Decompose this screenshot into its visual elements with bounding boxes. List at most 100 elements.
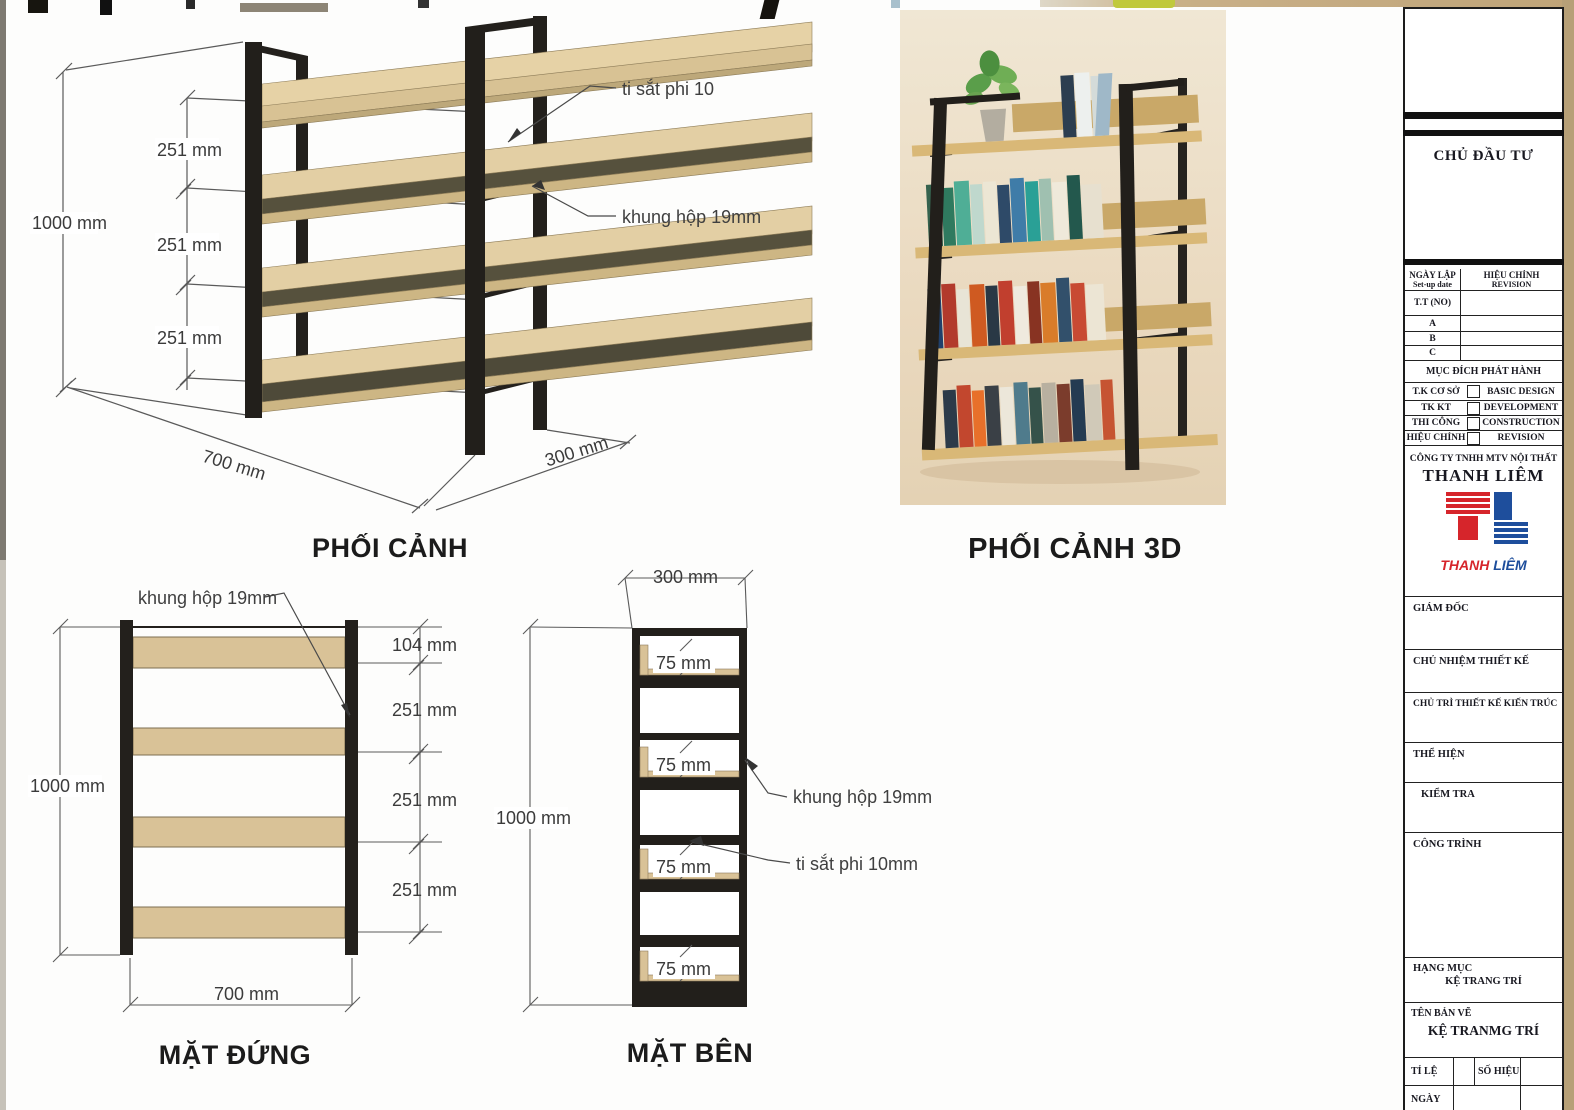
purpose-en: DEVELOPMENT <box>1483 403 1559 413</box>
purpose-header-label: MỤC ĐÍCH PHÁT HÀNH <box>1425 366 1542 377</box>
dim-width: 700 mm <box>200 446 268 484</box>
photo-books-row1 <box>1060 72 1113 138</box>
sig-the-hien: THỂ HIỆN <box>1405 742 1562 782</box>
top-edge-blob <box>1113 0 1175 8</box>
side-view: 75 mm 75 mm 75 mm 75 mm 300 mm 1000 mm k… <box>494 567 932 1013</box>
checkbox[interactable] <box>1467 416 1480 430</box>
purpose-en: BASIC DESIGN <box>1487 386 1555 397</box>
side-shelf-dim-2: 75 mm <box>656 755 711 775</box>
drawing-name-cell: TÊN BẢN VẼ KỆ TRANMG TRÍ <box>1405 1002 1562 1057</box>
front-dim-2: 251 mm <box>392 700 457 720</box>
photo-books-row3 <box>927 277 1107 349</box>
floor-shadow <box>920 460 1200 484</box>
front-width: 700 mm <box>214 984 279 1004</box>
perspective-leaders <box>507 85 617 217</box>
purpose-vi: HIỆU CHỈNH <box>1406 433 1466 443</box>
top-crop-fragment <box>28 0 48 13</box>
purpose-vi: T.K CƠ SỞ <box>1412 386 1460 397</box>
top-crop-fragment <box>240 3 328 12</box>
checkbox[interactable] <box>1467 385 1480 398</box>
revision-sub-label: REVISION <box>1491 279 1532 289</box>
divider-bar <box>1403 259 1564 265</box>
category-cell: HẠNG MỤC KỆ TRANG TRÍ <box>1405 957 1562 1002</box>
scale-row: TỈ LỆ SỐ HIỆU <box>1405 1057 1562 1085</box>
shelf-frame-front <box>245 27 485 455</box>
sig-cong-trinh: CÔNG TRÌNH <box>1405 832 1562 957</box>
perspective-title: PHỐI CẢNH <box>311 533 468 563</box>
purpose-row-construction: THI CÔNG CONSTRUCTION <box>1405 415 1562 430</box>
render3d-title: PHỐI CẢNH 3D <box>968 533 1182 565</box>
logo-l <box>1493 492 1528 544</box>
company-logo <box>1445 492 1528 544</box>
divider-bar <box>1403 112 1564 119</box>
sig-kiem-tra: KIỂM TRA <box>1405 782 1562 832</box>
category-label: HẠNG MỤC <box>1413 963 1473 974</box>
date-label: NGÀY LẬP <box>1409 269 1456 280</box>
checkbox[interactable] <box>1467 431 1480 445</box>
front-frame-label: khung hộp 19mm <box>138 588 277 608</box>
dim-total-height: 1000 mm <box>32 213 107 233</box>
leader-arrow <box>341 703 350 718</box>
purpose-row-revision: HIỆU CHỈNH REVISION <box>1405 430 1562 445</box>
dim-gap-2: 251 mm <box>157 235 222 255</box>
revision-row-tt: T.T (NO) <box>1405 290 1562 315</box>
tt-label: T.T (NO) <box>1405 291 1461 315</box>
front-total-height: 1000 mm <box>30 776 105 796</box>
logo-t <box>1445 492 1490 540</box>
number-value-cell <box>1521 1058 1562 1085</box>
purpose-row-development: TK KT DEVELOPMENT <box>1405 400 1562 415</box>
front-posts <box>120 620 358 955</box>
leader-arrow <box>532 180 545 190</box>
leader-arrow <box>745 757 758 771</box>
company-name: THANH LIÊM <box>1422 466 1545 485</box>
front-leader <box>264 592 351 716</box>
photo-backboard <box>1102 302 1212 332</box>
side-shelf-dim-4: 75 mm <box>656 959 711 979</box>
row-letter: B <box>1405 332 1461 345</box>
photo-shelf <box>911 130 1202 157</box>
render3d-photo <box>900 10 1226 505</box>
sig-chu-nhiem: CHỦ NHIỆM THIẾT KẾ <box>1405 649 1562 692</box>
side-shelf-dim-3: 75 mm <box>656 857 711 877</box>
leader-arrow <box>508 128 521 142</box>
purpose-vi: TK KT <box>1421 403 1451 413</box>
shelf-iso-3 <box>261 205 813 318</box>
tt-value-cell <box>1461 291 1562 315</box>
shelf-iso-1 <box>261 21 813 129</box>
photo-post <box>921 97 948 451</box>
revision-row-a: A <box>1405 315 1562 331</box>
logo-word-liem: LIÊM <box>1493 557 1527 573</box>
side-total-height: 1000 mm <box>496 808 571 828</box>
dim-gap-1: 251 mm <box>157 140 222 160</box>
plant <box>963 50 1020 142</box>
logo-wordmark: THANH LIÊM <box>1405 557 1562 573</box>
photo-shelf <box>918 334 1213 361</box>
scale-value-cell <box>1454 1058 1475 1085</box>
date-sub-label: Set-up date <box>1413 279 1452 289</box>
purpose-row-basic: T.K CƠ SỞ BASIC DESIGN <box>1405 382 1562 400</box>
date-row: NGÀY <box>1405 1085 1562 1110</box>
photo-backboard <box>1087 198 1207 231</box>
checkbox[interactable] <box>1467 401 1480 415</box>
label-frame: khung hộp 19mm <box>622 207 761 227</box>
front-title: MẶT ĐỨNG <box>158 1040 312 1070</box>
front-dim-labels: 1000 mm 104 mm 251 mm 251 mm 251 mm 700 … <box>28 635 457 1004</box>
date-extra-cell <box>1521 1086 1562 1110</box>
revision-row-c: C <box>1405 345 1562 360</box>
date-row-label: NGÀY <box>1405 1086 1454 1110</box>
left-scan-edge-lower <box>0 560 6 1110</box>
left-scan-edge <box>0 0 6 560</box>
company-line1: CÔNG TY TNHH MTV NỘI THẤT <box>1409 454 1558 464</box>
side-frame-label: khung hộp 19mm <box>793 787 932 807</box>
render3d-illustration <box>911 50 1218 484</box>
revision-label: HIỆU CHỈNH <box>1483 269 1540 280</box>
photo-post <box>1118 83 1140 471</box>
front-dimension-lines <box>52 618 442 1013</box>
side-depth: 300 mm <box>653 567 718 587</box>
purpose-vi: THI CÔNG <box>1411 418 1461 428</box>
company-cell: CÔNG TY TNHH MTV NỘI THẤT THANH LIÊM THA… <box>1405 445 1562 596</box>
top-crop-fragment <box>418 0 429 8</box>
revision-row-b: B <box>1405 331 1562 345</box>
revision-header-row: NGÀY LẬP Set-up date HIỆU CHỈNH REVISION <box>1405 269 1562 290</box>
